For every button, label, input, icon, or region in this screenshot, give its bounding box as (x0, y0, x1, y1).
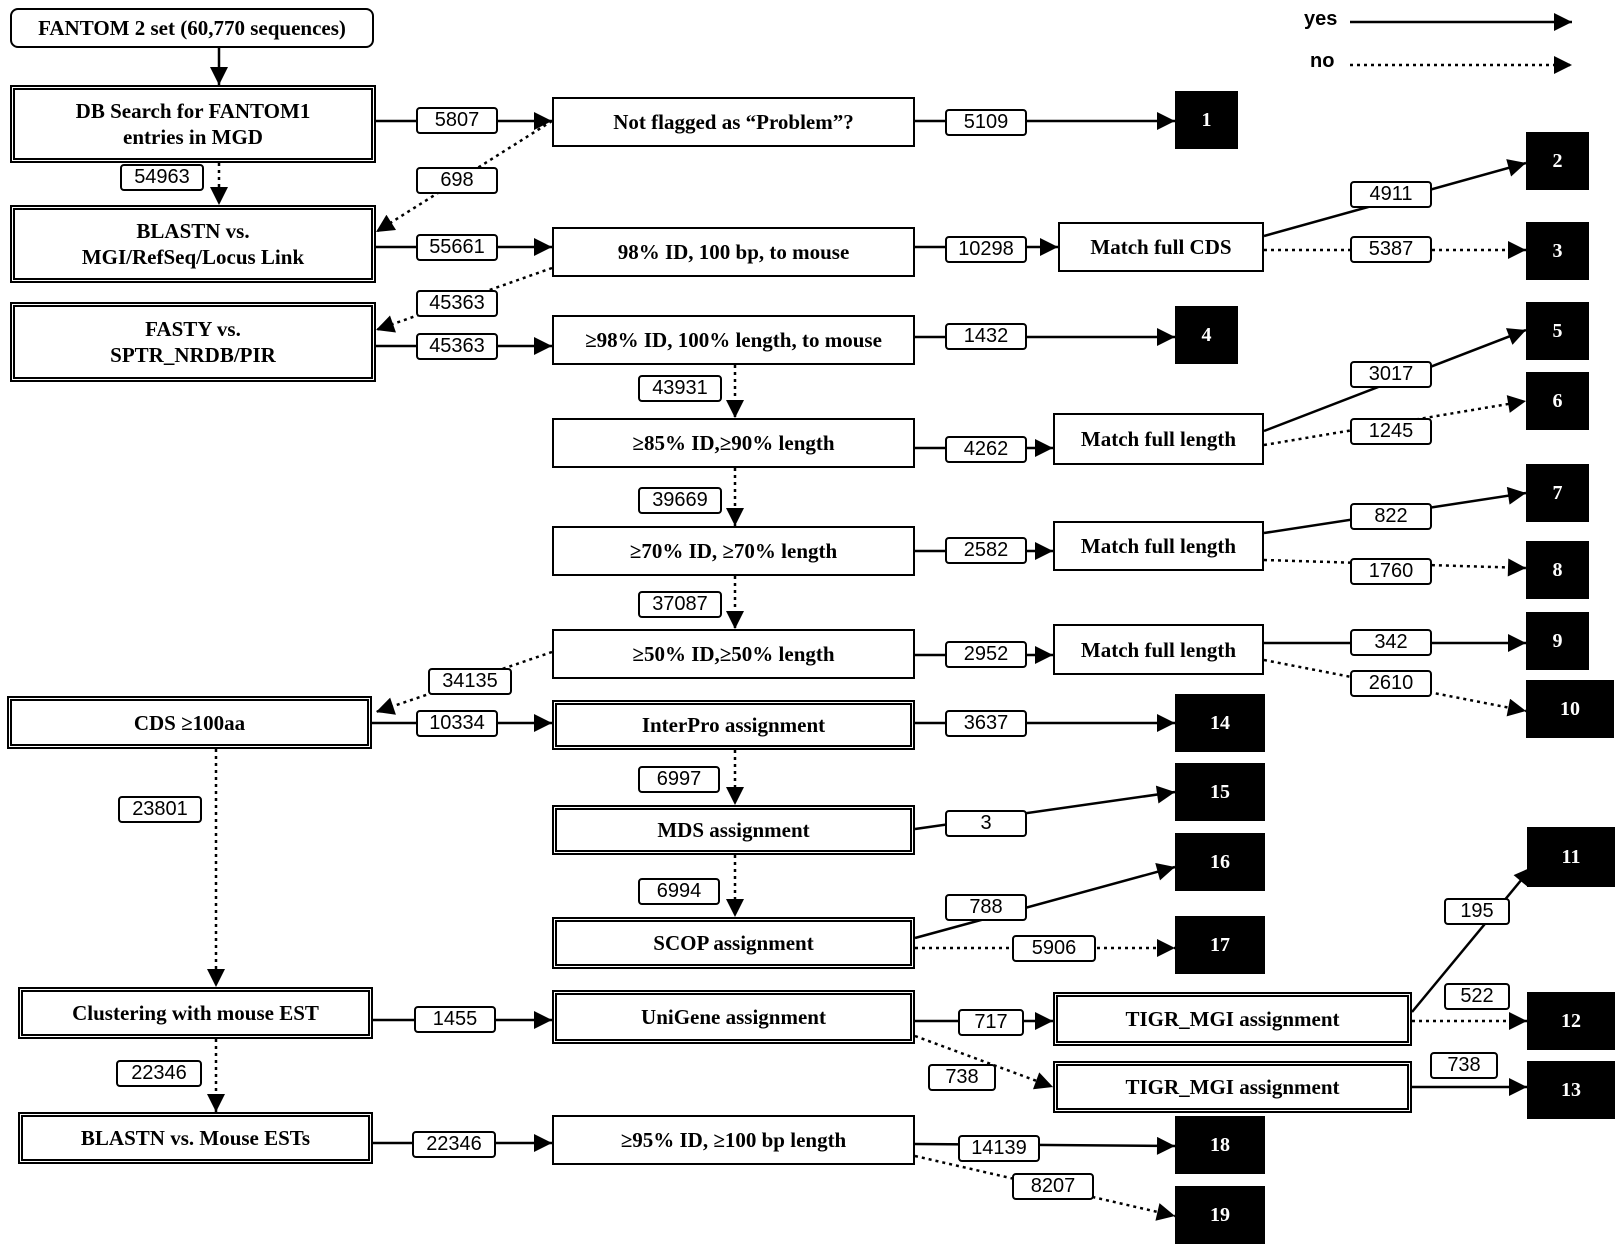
count-3017: 3017 (1350, 361, 1432, 388)
count-3637: 3637 (945, 710, 1027, 737)
count-8207: 8207 (1012, 1173, 1094, 1200)
box-clustering: Clustering with mouse EST (18, 987, 373, 1039)
box-blastn-mouse-est: BLASTN vs. Mouse ESTs (18, 1112, 373, 1164)
outcome-7: 7 (1526, 464, 1589, 522)
count-6997: 6997 (638, 766, 720, 793)
outcome-12: 12 (1527, 992, 1615, 1050)
count-10334: 10334 (416, 710, 498, 737)
count-22346-no: 22346 (116, 1060, 202, 1087)
box-scop: SCOP assignment (552, 917, 915, 969)
box-tigr-mgi-2: TIGR_MGI assignment (1053, 1061, 1412, 1113)
count-10298: 10298 (945, 236, 1027, 263)
count-1760: 1760 (1350, 558, 1432, 585)
count-55661: 55661 (416, 234, 498, 261)
count-23801: 23801 (118, 796, 202, 823)
box-match-full-length-70: Match full length (1053, 521, 1264, 571)
count-788: 788 (945, 894, 1027, 921)
outcome-16: 16 (1175, 833, 1265, 891)
edge-95id-out18 (914, 1136, 1176, 1155)
count-37087: 37087 (638, 591, 722, 618)
outcome-5: 5 (1526, 302, 1589, 360)
count-43931: 43931 (638, 375, 722, 402)
count-2952: 2952 (945, 641, 1027, 668)
outcome-10: 10 (1526, 680, 1614, 738)
count-195: 195 (1444, 898, 1510, 925)
legend-yes-label: yes (1304, 8, 1338, 30)
count-738-diag: 738 (928, 1064, 996, 1091)
box-70id-70len: ≥70% ID, ≥70% length (552, 526, 915, 576)
outcome-18: 18 (1175, 1116, 1265, 1174)
outcome-9: 9 (1526, 612, 1589, 670)
outcome-13: 13 (1527, 1061, 1615, 1119)
count-5109: 5109 (945, 109, 1027, 136)
outcome-8: 8 (1526, 541, 1589, 599)
outcome-1: 1 (1175, 91, 1238, 149)
count-2610: 2610 (1350, 670, 1432, 697)
outcome-11: 11 (1527, 827, 1615, 887)
count-54963: 54963 (120, 164, 204, 191)
count-45363-yes: 45363 (416, 333, 498, 360)
box-interpro: InterPro assignment (552, 700, 915, 750)
count-5807: 5807 (416, 107, 498, 134)
count-4262: 4262 (945, 436, 1027, 463)
count-22346-yes: 22346 (412, 1131, 496, 1158)
box-blastn-mgi: BLASTN vs. MGI/RefSeq/Locus Link (10, 205, 376, 283)
outcome-6: 6 (1526, 372, 1589, 430)
box-db-search: DB Search for FANTOM1 entries in MGD (10, 85, 376, 163)
count-34135: 34135 (428, 668, 512, 695)
box-match-full-length-50: Match full length (1053, 624, 1264, 675)
count-1455: 1455 (414, 1006, 496, 1033)
count-14139: 14139 (958, 1135, 1040, 1162)
count-822: 822 (1350, 503, 1432, 530)
outcome-14: 14 (1175, 694, 1265, 752)
count-2582: 2582 (945, 537, 1027, 564)
outcome-17: 17 (1175, 916, 1265, 974)
count-1432: 1432 (945, 323, 1027, 350)
count-522: 522 (1444, 983, 1510, 1010)
outcome-2: 2 (1526, 132, 1589, 190)
box-98id-100len: ≥98% ID, 100% length, to mouse (552, 315, 915, 365)
box-fasty: FASTY vs. SPTR_NRDB/PIR (10, 302, 376, 382)
box-unigene: UniGene assignment (552, 990, 915, 1044)
count-6994: 6994 (638, 878, 720, 905)
legend-no-label: no (1310, 50, 1335, 72)
edge-match70-out8 (1263, 558, 1527, 577)
count-1245: 1245 (1350, 418, 1432, 445)
outcome-15: 15 (1175, 763, 1265, 821)
edge-scop-out16 (914, 863, 1176, 940)
box-cds-100aa: CDS ≥100aa (7, 696, 372, 749)
box-match-full-cds: Match full CDS (1058, 222, 1264, 272)
edge-tigr1-out11 (1411, 866, 1533, 1013)
box-fantom2-set: FANTOM 2 set (60,770 sequences) (10, 8, 374, 48)
box-50id-50len: ≥50% ID,≥50% length (552, 629, 915, 679)
count-3: 3 (945, 810, 1027, 837)
box-98id-100bp: 98% ID, 100 bp, to mouse (552, 227, 915, 277)
count-342: 342 (1350, 629, 1432, 656)
box-mds: MDS assignment (552, 805, 915, 855)
box-match-full-length-85: Match full length (1053, 413, 1264, 465)
outcome-3: 3 (1526, 222, 1589, 280)
count-717: 717 (958, 1009, 1024, 1036)
count-45363-no: 45363 (416, 290, 498, 317)
count-5906: 5906 (1012, 935, 1096, 962)
count-738: 738 (1430, 1052, 1498, 1079)
box-not-flagged: Not flagged as “Problem”? (552, 97, 915, 147)
count-39669: 39669 (638, 487, 722, 514)
count-4911: 4911 (1350, 181, 1432, 208)
box-95id-100bp: ≥95% ID, ≥100 bp length (552, 1115, 915, 1165)
outcome-4: 4 (1175, 306, 1238, 364)
count-698: 698 (416, 167, 498, 194)
box-85id-90len: ≥85% ID,≥90% length (552, 418, 915, 468)
edge-match85-out6 (1263, 395, 1527, 447)
outcome-19: 19 (1175, 1186, 1265, 1244)
count-5387: 5387 (1350, 236, 1432, 263)
box-tigr-mgi-1: TIGR_MGI assignment (1053, 992, 1412, 1046)
